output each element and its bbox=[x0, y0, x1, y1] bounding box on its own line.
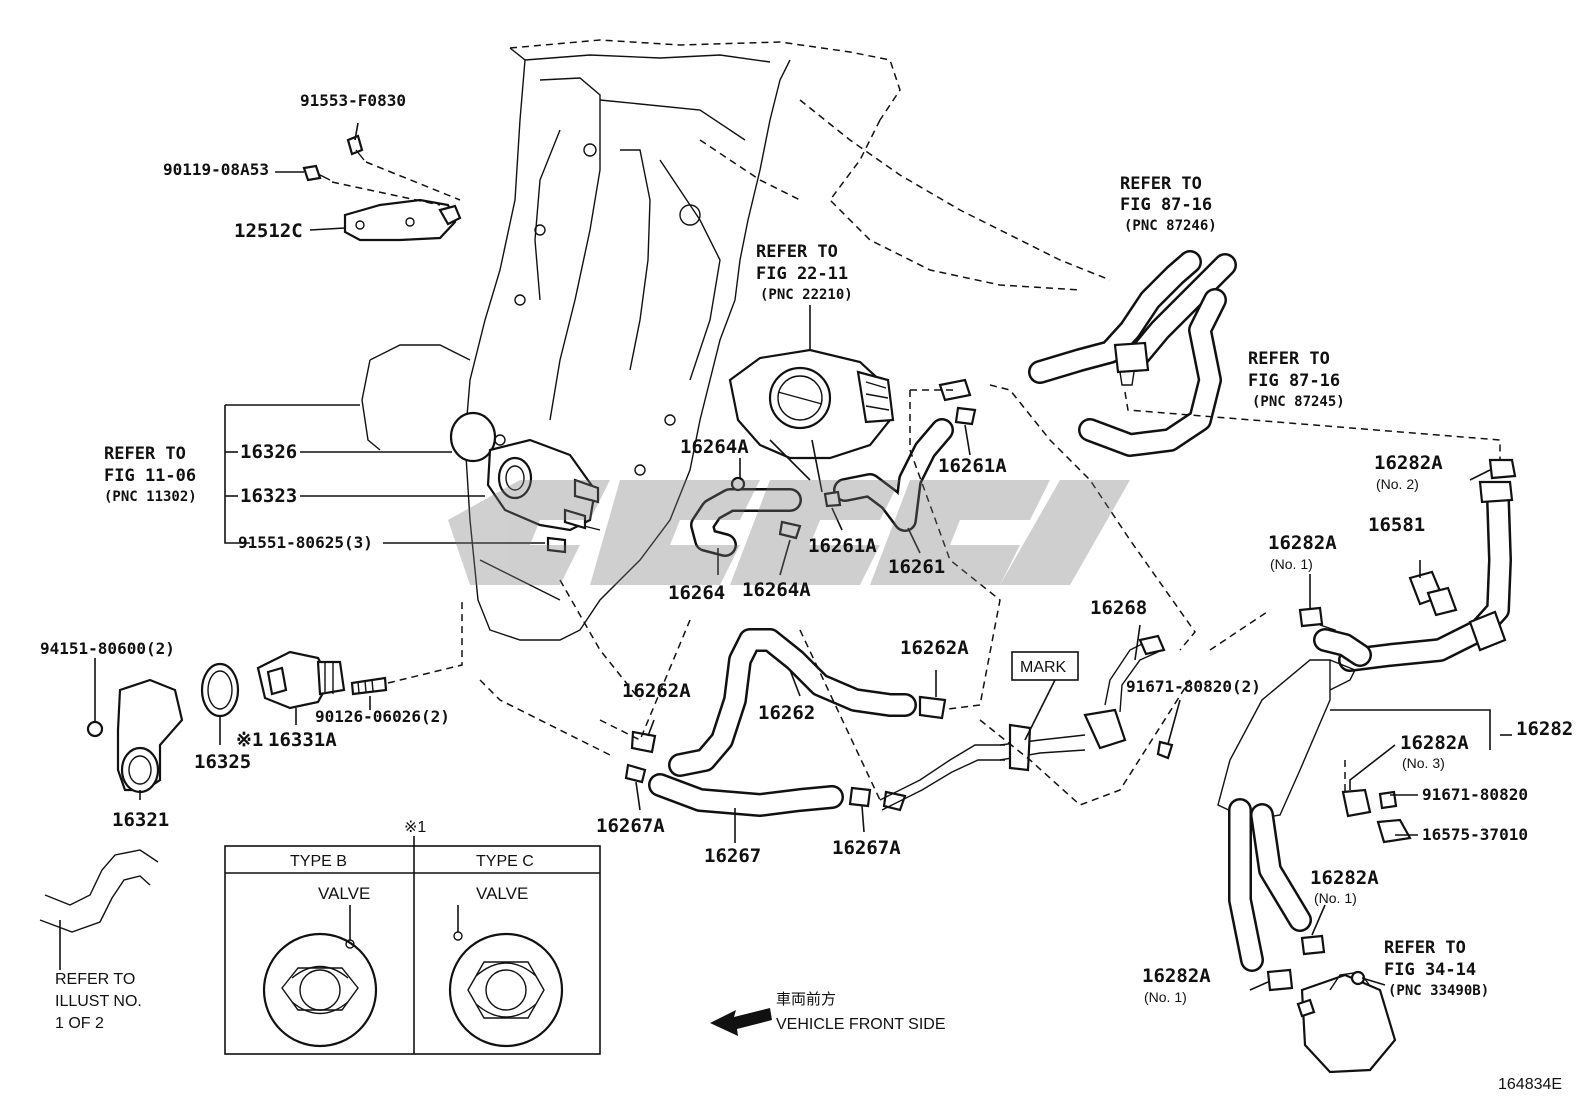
label-no2: (No. 2) bbox=[1376, 476, 1419, 492]
label-16282a-no1-top: 16282A bbox=[1268, 532, 1337, 554]
label-91551-80625: 91551-80625(3) bbox=[238, 533, 373, 552]
label-16331a: 16331A bbox=[268, 729, 337, 751]
label-16323: 16323 bbox=[240, 485, 297, 507]
lower-hoses bbox=[479, 579, 1191, 817]
illust-ref-line1: REFER TO bbox=[55, 971, 135, 988]
label-no1-bottom: (No. 1) bbox=[1144, 989, 1187, 1005]
engine-timing-cover bbox=[361, 39, 1111, 641]
thermostat-type-inset bbox=[224, 836, 601, 1055]
ref-fig34-line2: FIG 34-14 bbox=[1384, 960, 1476, 980]
part-labels: 91553-F0830 90119-08A53 12512C REFER TO … bbox=[40, 91, 1573, 1093]
label-16282a-no3: 16282A bbox=[1400, 732, 1469, 754]
label-91553-f0830: 91553-F0830 bbox=[300, 91, 406, 110]
label-16331a-mark: ※1 bbox=[236, 729, 263, 751]
label-16264a-top: 16264A bbox=[680, 436, 749, 458]
label-16581: 16581 bbox=[1368, 514, 1425, 536]
ref-fig34-line1: REFER TO bbox=[1384, 938, 1466, 958]
label-16326: 16326 bbox=[240, 441, 297, 463]
leader-lines bbox=[635, 424, 1491, 991]
water-inlet-housing-drawing bbox=[449, 411, 600, 554]
throttle-body-drawing bbox=[728, 305, 895, 493]
label-90126-06026: 90126-06026(2) bbox=[315, 707, 450, 726]
label-91671-80820: 91671-80820 bbox=[1422, 785, 1528, 804]
ref-fig87a-line3: (PNC 87246) bbox=[1124, 218, 1217, 234]
label-16321: 16321 bbox=[112, 809, 169, 831]
left-leader-lines bbox=[94, 122, 545, 800]
right-hose-assembly bbox=[1209, 458, 1517, 1074]
thermostat-assembly-drawing bbox=[86, 600, 463, 794]
ref-fig87a-line2: FIG 87-16 bbox=[1120, 195, 1212, 215]
label-no1-mid: (No. 1) bbox=[1314, 890, 1357, 906]
label-16262a-right: 16262A bbox=[900, 637, 969, 659]
label-94151-80600: 94151-80600(2) bbox=[40, 639, 175, 658]
inset-type-b: TYPE B bbox=[290, 853, 347, 870]
ref-fig22-line1: REFER TO bbox=[756, 242, 838, 262]
mark-label: MARK bbox=[1020, 659, 1067, 676]
label-16264a-bottom: 16264A bbox=[742, 579, 811, 601]
label-no1-top: (No. 1) bbox=[1270, 556, 1313, 572]
ref-fig11-line1: REFER TO bbox=[104, 444, 186, 464]
label-16268: 16268 bbox=[1090, 597, 1147, 619]
label-16325: 16325 bbox=[194, 751, 251, 773]
illust-ref-line3: 1 OF 2 bbox=[55, 1015, 104, 1032]
label-91671-80820-2: 91671-80820(2) bbox=[1126, 677, 1261, 696]
label-16267a-left: 16267A bbox=[596, 815, 665, 837]
label-16282a-no1-mid: 16282A bbox=[1310, 867, 1379, 889]
direction-jp: 車両前方 bbox=[776, 991, 836, 1008]
upper-right-hoses bbox=[1028, 250, 1501, 460]
label-16261a-mid: 16261A bbox=[808, 535, 877, 557]
figure-id: 164834E bbox=[1498, 1076, 1562, 1093]
direction-en: VEHICLE FRONT SIDE bbox=[776, 1016, 946, 1033]
ref-fig87b-line1: REFER TO bbox=[1248, 349, 1330, 369]
ref-fig87a-line1: REFER TO bbox=[1120, 174, 1202, 194]
label-16267: 16267 bbox=[704, 845, 761, 867]
ref-fig11-line2: FIG 11-06 bbox=[104, 466, 196, 486]
label-16575-37010: 16575-37010 bbox=[1422, 825, 1528, 844]
label-16282a-no1-bottom: 16282A bbox=[1142, 965, 1211, 987]
label-16262: 16262 bbox=[758, 702, 815, 724]
watermark-logo bbox=[448, 480, 1130, 585]
label-16264: 16264 bbox=[668, 582, 725, 604]
ref-fig22-line3: (PNC 22210) bbox=[760, 287, 853, 303]
inset-type-c: TYPE C bbox=[476, 853, 534, 870]
inset-mark: ※1 bbox=[404, 819, 426, 836]
vehicle-front-arrow-icon bbox=[710, 1008, 772, 1036]
ref-fig22-line2: FIG 22-11 bbox=[756, 264, 848, 284]
ref-fig87b-line3: (PNC 87245) bbox=[1252, 394, 1345, 410]
label-16261: 16261 bbox=[888, 556, 945, 578]
label-16267a-right: 16267A bbox=[832, 837, 901, 859]
inset-valve-b: VALVE bbox=[318, 884, 370, 903]
bracket-12512c-drawing bbox=[302, 134, 462, 242]
throttle-coolant-hoses bbox=[690, 378, 1196, 711]
ref-fig11-line3: (PNC 11302) bbox=[104, 489, 197, 505]
label-12512c: 12512C bbox=[234, 220, 303, 242]
label-16262a-left: 16262A bbox=[622, 680, 691, 702]
label-no3: (No. 3) bbox=[1402, 755, 1445, 771]
inset-valve-c: VALVE bbox=[476, 884, 528, 903]
label-16282a-no2: 16282A bbox=[1374, 452, 1443, 474]
mark-box bbox=[1011, 651, 1079, 681]
ref-fig34-line3: (PNC 33490B) bbox=[1388, 983, 1489, 999]
ref-fig87b-line2: FIG 87-16 bbox=[1248, 371, 1340, 391]
illust-hose-drawing bbox=[39, 849, 159, 970]
label-16282: 16282 bbox=[1516, 718, 1573, 740]
label-90119-08a53: 90119-08A53 bbox=[163, 160, 269, 179]
label-16261a-top: 16261A bbox=[938, 455, 1007, 477]
illust-ref-line2: ILLUST NO. bbox=[55, 993, 142, 1010]
